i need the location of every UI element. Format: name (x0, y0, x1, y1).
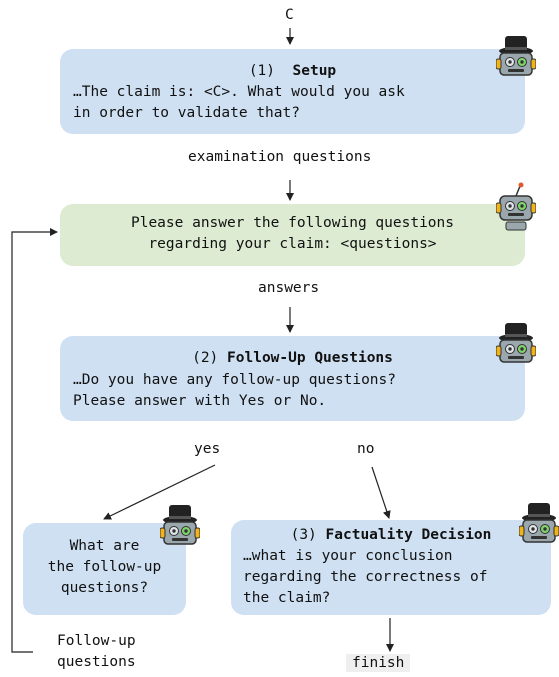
setup-title: (1) Setup (60, 61, 525, 82)
arrow-no (371, 466, 391, 519)
robot-with-antenna-icon (496, 182, 536, 231)
input-claim-label: C (285, 7, 294, 23)
decision-box (231, 520, 551, 615)
ask-line-2: the follow-up (47, 559, 162, 575)
decision-title: (3) Factuality Decision (231, 525, 551, 546)
ask-line-3: questions? (60, 580, 149, 596)
decision-line-1: …what is your conclusion (243, 548, 453, 564)
robot-with-hat-icon (496, 36, 536, 76)
followup-line-2: Please answer with Yes or No. (73, 393, 327, 409)
ask-line-1: What are (69, 538, 140, 554)
decision-title-number: (3) (290, 527, 317, 543)
followup-box (60, 336, 525, 421)
setup-box (60, 49, 525, 134)
answer-line-1: Please answer the following questions (130, 215, 454, 231)
decision-title-text: Factuality Decision (325, 527, 492, 543)
edge-label-answers: answers (258, 280, 320, 296)
loop-back-line (11, 228, 58, 653)
setup-title-number: (1) (248, 63, 276, 79)
edge-label-yes: yes (194, 441, 221, 457)
ask-followup-box (23, 523, 186, 615)
edge-label-no: no (357, 441, 375, 457)
setup-line-2: in order to validate that? (73, 105, 300, 121)
followup-line-1: …Do you have any follow-up questions? (73, 372, 397, 388)
loop-label-line-2: questions (57, 654, 136, 670)
followup-title: (2) Follow-Up Questions (60, 348, 525, 369)
answer-box (60, 204, 525, 266)
answer-line-2: regarding your claim: <questions> (148, 236, 437, 252)
followup-title-number: (2) (192, 350, 219, 366)
setup-line-1: …The claim is: <C>. What would you ask (73, 84, 405, 100)
followup-title-text: Follow-Up Questions (227, 350, 393, 366)
decision-line-3: the claim? (243, 590, 331, 606)
robot-with-hat-icon (160, 505, 200, 545)
decision-line-2: regarding the correctness of (243, 569, 488, 585)
edge-label-examination: examination questions (188, 149, 372, 165)
arrow-yes (103, 464, 216, 520)
robot-with-hat-icon (519, 503, 559, 543)
setup-title-text: Setup (292, 63, 337, 79)
robot-with-hat-icon (496, 323, 536, 363)
finish-label: finish (346, 654, 411, 672)
loop-label-line-1: Follow-up (57, 633, 136, 649)
